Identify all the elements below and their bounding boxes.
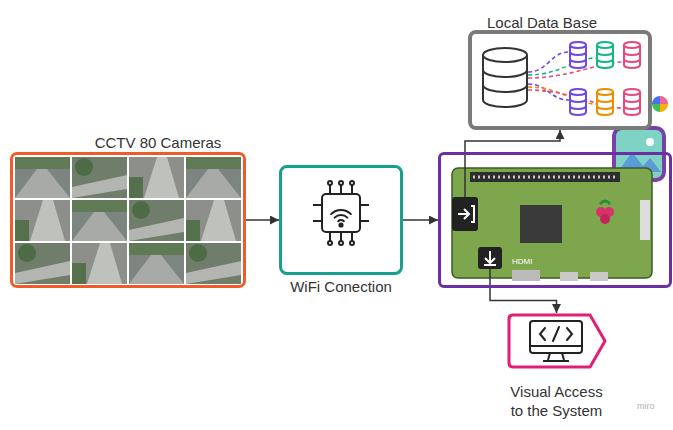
download-arrow [484,251,496,265]
tag-outline [507,313,606,369]
panel-heading: CCTV 80 Cameras [3,133,313,152]
processor-chip [520,205,562,243]
flow-arrow [403,219,438,221]
monitor-stand [530,346,582,361]
wifi-chip-icon [313,181,369,245]
main-database [483,48,527,107]
camera-view [15,157,70,198]
color-wheel [652,104,660,112]
watermark: miro [637,401,655,411]
board [452,168,652,278]
table-cylinder [597,42,613,68]
image-mountain [618,152,661,172]
chip-pin [313,185,369,241]
chip-pin [339,181,343,185]
color-wheel [652,96,660,104]
tag-shape [509,315,605,367]
camera-view [129,200,184,241]
flow-arrow [465,130,560,152]
color-wheel [660,104,668,112]
raspberry-pi-box: HDMI [438,152,672,288]
power-port [590,272,608,281]
tag-label: Visual Access to the System [507,382,607,420]
lead-line [489,269,491,287]
wifi-waves [331,210,351,221]
sd-icon [452,197,478,231]
code-symbol [540,327,572,341]
image-sun [646,138,654,146]
camera-port [640,200,650,240]
monitor [530,321,582,353]
raspberry-logo [600,214,610,224]
gpio-pins [473,176,617,179]
data-flow-lines [528,52,623,108]
box-label: WiFi Conection [242,277,440,296]
table-cylinder [570,42,586,68]
chip-pin [328,241,332,245]
table-cylinder [570,89,586,115]
camera-grid [15,157,241,284]
database-box: Local Data Base [468,30,652,130]
camera-view [186,157,241,198]
camera-view [72,200,127,241]
chip-body [322,194,360,232]
camera-view [186,243,241,284]
raspberry-logo [604,207,614,217]
camera-view [72,243,127,284]
wifi-box: WiFi Conection [279,165,403,275]
raspberry-logo [596,207,606,217]
camera-view [72,157,127,198]
chip-pin [339,241,343,245]
camera-view [15,200,70,241]
camera-view [129,157,184,198]
box-heading: Local Data Base [414,13,670,32]
raspberry-pi-board [452,155,652,287]
flow-arrow [490,288,557,313]
hdmi-port [512,270,540,281]
raspberry-leaf [600,201,610,204]
camera-view [186,200,241,241]
flow-arrow [246,219,279,221]
monitor-code-icon [530,321,582,361]
camera-panel: CCTV 80 Cameras [10,152,246,288]
port-label: HDMI [512,257,532,267]
color-wheel [660,96,668,104]
camera-view [15,243,70,284]
table-cylinder [624,42,640,68]
wifi-dot [339,223,342,226]
chip-pin [350,241,354,245]
input-arrow [458,206,474,222]
table-cylinder [624,89,640,115]
table-cylinder [597,89,613,115]
usb-port [560,272,578,281]
output-icon [478,247,502,269]
visual-access-tag: Visual Access to the System [507,313,606,369]
chip-pin [328,181,332,185]
camera-view [129,243,184,284]
image-icon [614,96,668,180]
chip-pin [350,181,354,185]
database-illustration [483,42,640,115]
gpio-header [470,172,620,182]
lead-line [464,155,466,197]
